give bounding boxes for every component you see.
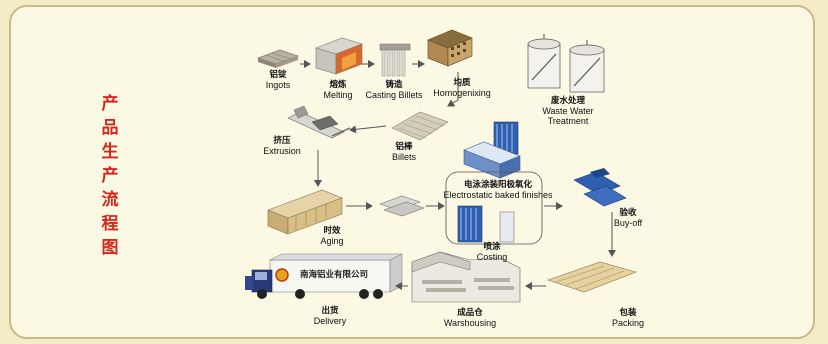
aging-zh: 时效	[323, 226, 341, 236]
electrostatic-en: Electrostatic baked finishes	[443, 190, 553, 200]
aging-oven-icon	[267, 189, 343, 235]
coating-line-icon	[457, 205, 515, 243]
label-homogenizing: 均质 Homogenixing	[433, 78, 491, 98]
coating-zh: 喷涂	[483, 242, 501, 252]
delivery-truck-icon	[245, 253, 403, 299]
label-melting: 熔炼 Melting	[323, 80, 352, 100]
homogenizing-en: Homogenixing	[433, 88, 491, 98]
extrusion-zh: 挤压	[273, 136, 291, 146]
label-casting: 铸造 Casting Billets	[365, 80, 422, 100]
label-warehousing: 成品仓 Warshousing	[444, 308, 496, 328]
title-text: 产品生产流程图	[101, 94, 119, 258]
ingots-zh: 铝锭	[269, 70, 287, 80]
warehouse-icon	[411, 251, 521, 303]
label-ingots: 铝锭 Ingots	[266, 70, 291, 90]
waste-water-tanks-icon	[527, 34, 605, 93]
waste-water-en: Waste Water	[542, 106, 594, 116]
billets-pile-icon	[391, 111, 449, 141]
extrusion-press-icon	[287, 105, 351, 139]
buyoff-zh: 验收	[619, 208, 637, 218]
extrusion-en: Extrusion	[263, 146, 301, 156]
label-buyoff: 验收 Buy-off	[614, 208, 642, 228]
casting-en: Casting Billets	[365, 90, 423, 100]
packing-bundles-icon	[547, 261, 637, 293]
buyoff-profiles-icon	[573, 168, 627, 207]
melting-en: Melting	[323, 90, 353, 100]
buyoff-en: Buy-off	[613, 218, 643, 228]
diagram-title: 产品生产流程图	[100, 92, 122, 260]
waste-water-en2: Treatment	[547, 116, 589, 126]
ingots-icon	[257, 49, 299, 68]
waste-water-zh: 废水处理	[550, 96, 585, 106]
finishing-enclosure	[445, 171, 543, 245]
homogenizing-zh: 均质	[453, 78, 471, 88]
truck-label-text: 南海铝业有限公司	[299, 270, 369, 280]
warehousing-en: Warshousing	[443, 318, 497, 328]
melting-zh: 熔炼	[329, 80, 347, 90]
label-extrusion: 挤压 Extrusion	[263, 136, 301, 156]
electrostatic-zh: 电泳涂装阳极氧化	[463, 180, 532, 190]
label-waste-water: 废水处理 Waste Water Treatment	[542, 96, 593, 126]
warehousing-zh: 成品仓	[457, 308, 483, 318]
label-delivery: 出货 Delivery	[314, 306, 347, 326]
label-coating: 喷涂 Costing	[477, 242, 508, 262]
label-billets: 铝棒 Billets	[392, 142, 416, 162]
casting-billets-icon	[379, 43, 411, 77]
casting-zh: 铸造	[385, 80, 403, 90]
delivery-zh: 出货	[321, 306, 339, 316]
homogenizing-furnace-icon	[427, 29, 473, 67]
label-aging: 时效 Aging	[320, 226, 343, 246]
melting-furnace-icon	[315, 37, 363, 75]
packing-zh: 包装	[619, 308, 637, 318]
billets-en: Billets	[391, 152, 417, 162]
ingots-en: Ingots	[265, 80, 291, 90]
truck-company-label: 南海铝业有限公司	[300, 270, 368, 280]
aging-en: Aging	[320, 236, 344, 246]
label-packing: 包装 Packing	[612, 308, 644, 328]
flow-arrows	[300, 60, 616, 290]
packing-en: Packing	[611, 318, 645, 328]
anodizing-line-icon	[463, 121, 521, 179]
coating-en: Costing	[476, 252, 508, 262]
delivery-en: Delivery	[313, 316, 347, 326]
aluminum-profiles-icon	[379, 195, 425, 217]
label-electrostatic: 电泳涂装阳极氧化 Electrostatic baked finishes	[443, 180, 552, 200]
billets-zh: 铝棒	[395, 142, 413, 152]
